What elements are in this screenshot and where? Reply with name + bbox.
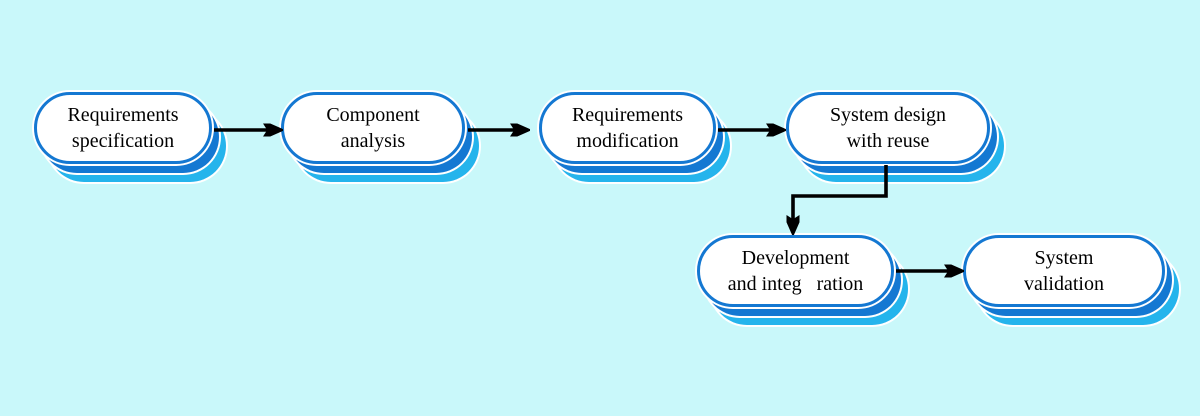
node-label-line1: Requirements: [571, 104, 684, 126]
node-face: Development and integ ration: [697, 235, 894, 307]
node-requirements-specification: Requirements specification: [34, 92, 226, 182]
node-face: Component analysis: [281, 92, 465, 164]
connector-systemdesign-to-development: [793, 165, 888, 231]
node-label-line1: Component: [326, 104, 420, 126]
node-requirements-modification: Requirements modification: [539, 92, 730, 182]
node-label-line2: and integ ration: [727, 273, 864, 295]
node-label-line1: Development: [741, 247, 850, 269]
node-label-line2: with reuse: [846, 130, 930, 152]
node-face: Requirements modification: [539, 92, 716, 164]
node-label-line1: System design: [829, 104, 947, 126]
node-face: System validation: [963, 235, 1165, 307]
node-face: Requirements specification: [34, 92, 212, 164]
node-label-line2: analysis: [340, 130, 406, 152]
node-development-and-integration: Development and integ ration: [697, 235, 908, 325]
node-component-analysis: Component analysis: [281, 92, 479, 182]
node-label-line2: validation: [1024, 273, 1104, 295]
node-label-line2: modification: [576, 130, 679, 152]
node-system-validation: System validation: [963, 235, 1179, 325]
node-label-line1: Requirements: [67, 104, 179, 126]
node-label-line1: System: [1034, 247, 1094, 269]
node-label-line2: specification: [71, 130, 175, 152]
node-system-design-with-reuse: System design with reuse: [786, 92, 1004, 182]
node-face: System design with reuse: [786, 92, 990, 164]
